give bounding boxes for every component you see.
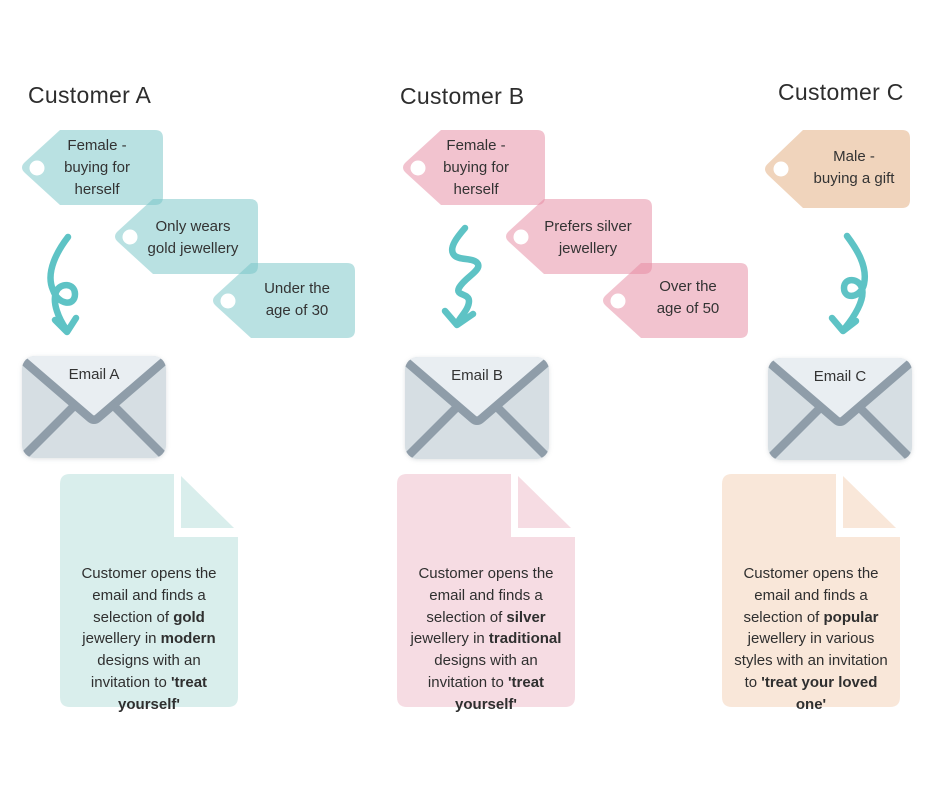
note-shape: Customer opens the email and finds a sel… [722,474,900,713]
folded-corner-icon [518,476,571,528]
tag-label: Over the age of 50 [656,278,720,317]
tag-icon [403,130,545,205]
tag-icon [506,199,652,274]
column-b-tags-group [403,130,748,338]
tag-label: Male - buying a gift [813,148,895,187]
note-text: Customer opens the email and finds a sel… [410,565,562,713]
email-label: Email A [68,366,120,383]
tag-label: Under the age of 30 [264,280,330,319]
folded-corner-icon [181,476,234,528]
tag-hole [610,293,626,309]
note-shape: Customer opens the email and finds a sel… [60,474,238,713]
tag-hole [513,229,529,245]
tag-hole [29,160,45,176]
envelope-icon: Email C [768,358,912,460]
column-c-title: Customer C [778,79,904,106]
tag-icon [213,263,355,338]
email-label: Email C [813,368,867,385]
tag-icon [115,199,258,274]
column-a-title: Customer A [28,82,152,109]
tag-hole [220,293,236,309]
tag-icon [765,130,910,208]
folded-corner-icon [843,476,896,528]
curl-arrow-icon [828,232,869,335]
note-text: Customer opens the email and finds a sel… [81,565,217,713]
tag-label: Only wears gold jewellery [147,218,239,257]
tag-label: Female - buying for herself [443,137,509,198]
envelope-icon: Email B [405,357,549,459]
note-text: Customer opens the email and finds a sel… [734,565,888,713]
tag-hole [410,160,426,176]
tag-hole [122,229,138,245]
curl-arrow-icon [47,233,80,336]
tag-icon [603,263,748,338]
tag-hole [773,161,789,177]
column-c-tags-group [765,130,910,208]
note-shape: Customer opens the email and finds a sel… [397,474,575,713]
tag-label: Female - buying for herself [64,137,130,198]
tag-icon [22,130,163,205]
email-label: Email B [451,367,503,384]
column-b-title: Customer B [400,83,525,110]
zigzag-arrow-icon [441,224,482,329]
column-a-tags-group [22,130,355,338]
tag-label: Prefers silver jewellery [544,218,632,257]
envelope-icon: Email A [22,356,166,458]
